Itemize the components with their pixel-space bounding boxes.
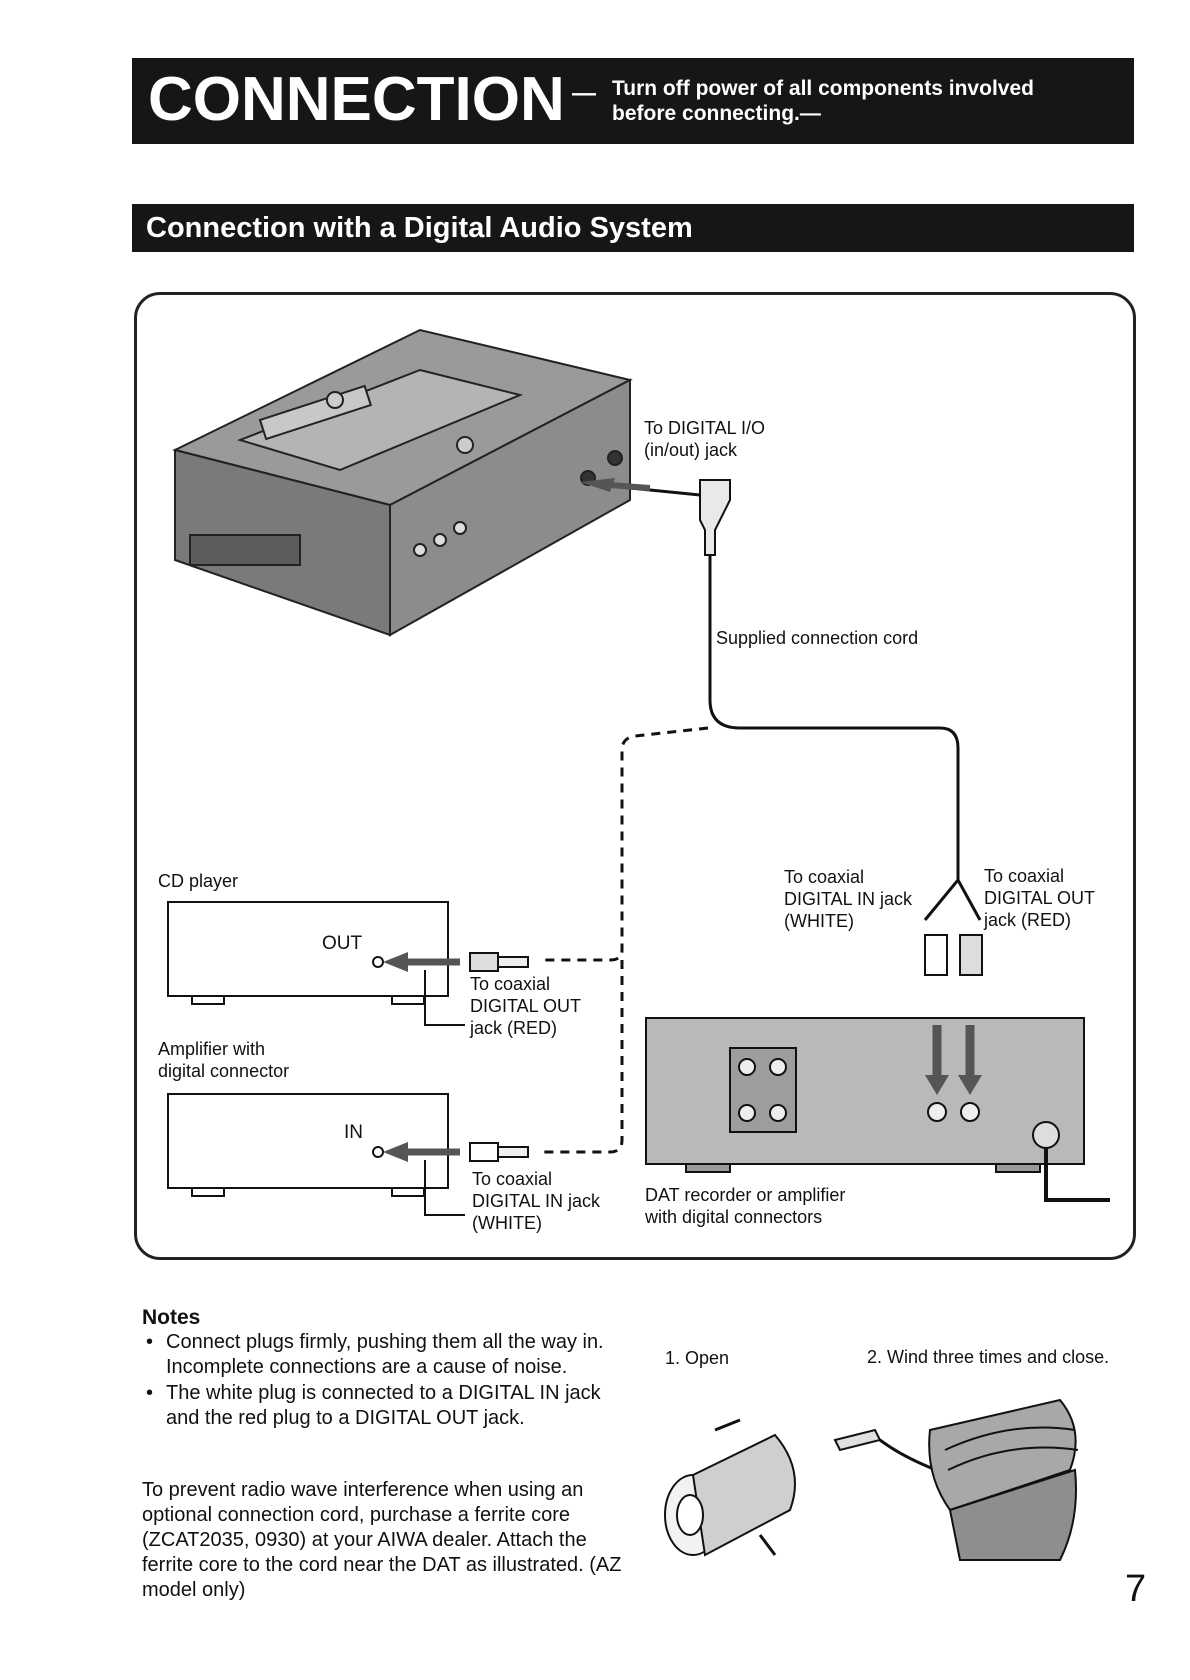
notes-list: Connect plugs firmly, pushing them all t… (142, 1330, 622, 1432)
amp-label-leader (424, 1160, 465, 1216)
dat-out-label: To coaxial DIGITAL OUT jack (RED) (984, 866, 1096, 930)
notes-title: Notes (142, 1306, 201, 1329)
ferrite-step-open: 1. Open (665, 1348, 730, 1368)
cd-out-label: OUT (322, 933, 363, 954)
ferrite-step-wind: 2. Wind three times and close. (867, 1347, 1110, 1367)
header-bar: CONNECTION — Turn off power of all compo… (132, 58, 1134, 144)
supplied-cord-label: Supplied connection cord (716, 628, 919, 648)
dashed-cord (540, 726, 709, 1154)
dat-plugs (924, 934, 983, 1095)
dat-in-label: To coaxial DIGITAL IN jack (WHITE) (784, 867, 913, 931)
diagram-frame (134, 292, 1136, 1260)
cd-label-leader (424, 970, 465, 1026)
arrow-to-digital-io (580, 478, 651, 492)
dat-device-label: DAT recorder or amplifier with digital c… (645, 1185, 846, 1227)
section-bar: Connection with a Digital Audio System (132, 204, 1134, 252)
cd-plug-arrow (383, 952, 529, 972)
note-item: The white plug is connected to a DIGITAL… (142, 1381, 622, 1431)
portable-dat-unit (172, 328, 633, 637)
amp-plug-arrow (383, 1142, 529, 1162)
note-item: Connect plugs firmly, pushing them all t… (142, 1330, 622, 1380)
ferrite-paragraph: To prevent radio wave interference when … (142, 1479, 622, 1601)
dat-power-cord (1044, 1148, 1110, 1202)
page-number: 7 (1125, 1568, 1147, 1610)
header-subtitle-line1: Turn off power of all components involve… (612, 77, 1034, 100)
digital-io-label: To DIGITAL I/O (in/out) jack (644, 418, 766, 460)
title-dash: — (572, 80, 596, 107)
amp-in-label: IN (344, 1122, 363, 1143)
ferrite-core-open-image (664, 1418, 796, 1557)
amp-coax-label: To coaxial DIGITAL IN jack (WHITE) (472, 1169, 601, 1233)
amplifier-box (167, 1093, 449, 1197)
header-subtitle-line2: before connecting.— (612, 102, 821, 125)
amplifier-label: Amplifier with digital connector (158, 1039, 290, 1081)
ferrite-core-wound-image (833, 1398, 1079, 1561)
supplied-cord (599, 479, 982, 921)
dat-recorder-box (645, 1017, 1085, 1173)
header-subtitle: Turn off power of all components involve… (612, 76, 1082, 126)
cd-coax-label: To coaxial DIGITAL OUT jack (RED) (470, 974, 582, 1038)
page-title: CONNECTION (148, 65, 565, 134)
cd-player-label: CD player (158, 871, 239, 891)
section-title: Connection with a Digital Audio System (146, 212, 693, 244)
